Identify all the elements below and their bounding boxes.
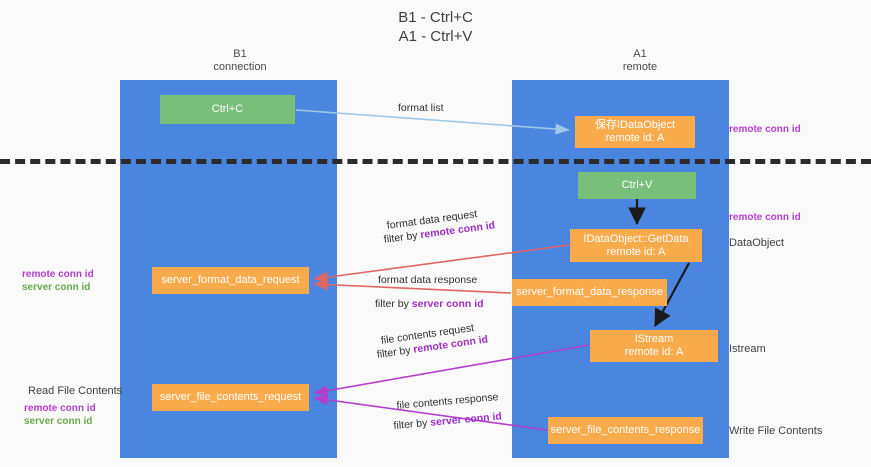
side-label-istream: Istream (729, 343, 766, 355)
node-server-format-data-response[interactable]: server_format_data_response (512, 279, 667, 306)
node-ctrl-c[interactable]: Ctrl+C (160, 95, 295, 124)
conn-id-remote-mid: remote conn id (22, 269, 94, 280)
edge-label-format-list: format list (398, 102, 444, 114)
side-label-write-file-contents: Write File Contents (729, 425, 823, 437)
conn-id-remote-bottom: remote conn id (24, 403, 96, 414)
conn-id-label-right-top: remote conn id (729, 124, 801, 135)
side-label-read-file-contents: Read File Contents (28, 385, 123, 397)
filter-prefix: filter by (376, 343, 415, 361)
column-header-b1: B1 connection (213, 48, 267, 73)
node-ctrl-v[interactable]: Ctrl+V (578, 172, 696, 199)
node-idataobject[interactable]: 保存IDataObject remote id: A (575, 116, 695, 148)
filter-prefix: filter by (375, 298, 412, 310)
edge-label-format-data-response: format data response (378, 274, 478, 286)
column-header-a1: A1 remote (622, 48, 658, 73)
diagram-title: B1 - Ctrl+C A1 - Ctrl+V (398, 9, 473, 45)
phase-divider (0, 159, 871, 164)
filter-value-server-conn-id: server conn id (411, 298, 484, 310)
filter-value-server-conn-id: server conn id (429, 410, 503, 429)
node-idataobject-getdata[interactable]: IDataObject::GetData remote id: A (570, 229, 702, 262)
filter-prefix: filter by (383, 229, 422, 246)
conn-id-label-right-mid: remote conn id (729, 212, 801, 223)
node-server-format-data-request[interactable]: server_format_data_request (152, 267, 309, 294)
conn-id-label-left-mid: remote conn id server conn id (22, 268, 94, 294)
side-label-dataobject: DataObject (729, 237, 785, 249)
edge-label-format-data-response-filter: filter by server conn id (375, 297, 484, 311)
node-server-file-contents-response[interactable]: server_file_contents_response (548, 417, 703, 444)
conn-id-label-left-bottom: remote conn id server conn id (24, 402, 96, 428)
conn-id-server-mid: server conn id (22, 282, 91, 293)
conn-id-server-bottom: server conn id (24, 416, 93, 427)
node-server-file-contents-request[interactable]: server_file_contents_request (152, 384, 309, 411)
filter-prefix: filter by (393, 416, 431, 432)
edge-label-file-contents-response: file contents response (396, 391, 499, 412)
node-istream[interactable]: IStream remote id: A (590, 330, 718, 362)
edge-label-file-contents-response-filter: filter by server conn id (393, 410, 502, 433)
